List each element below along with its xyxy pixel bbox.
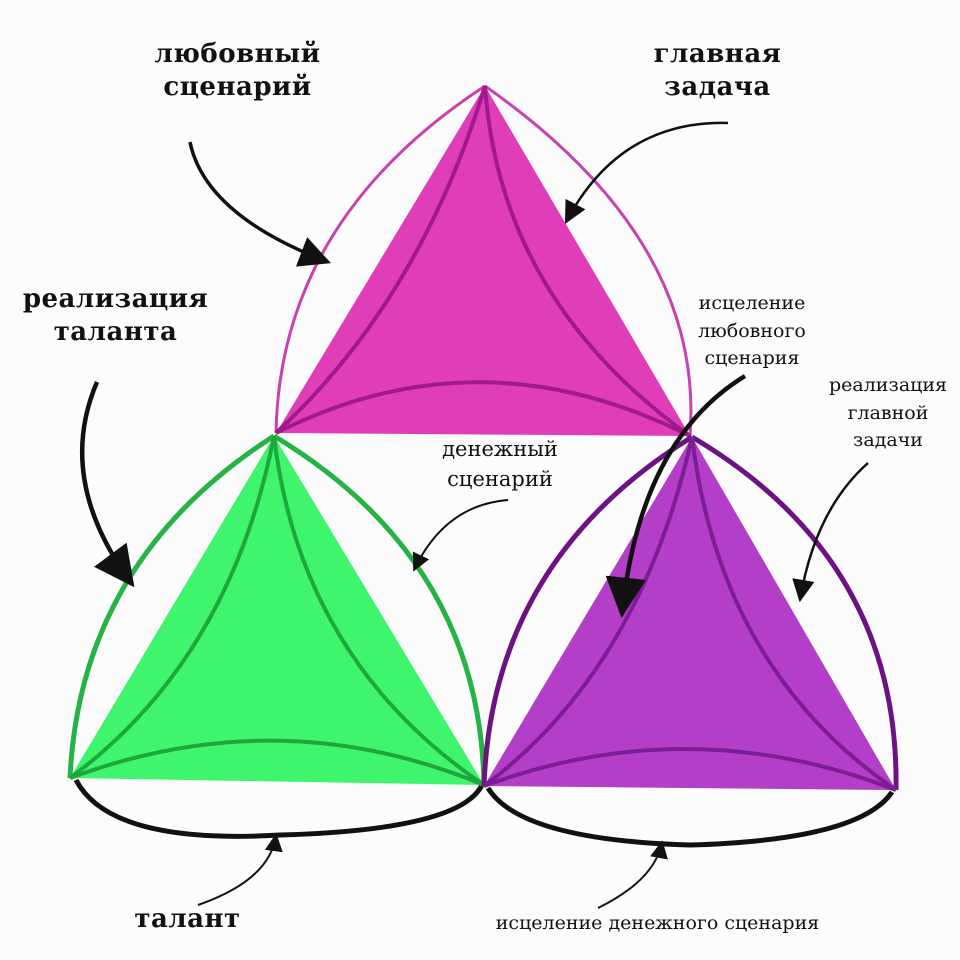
- left-inner-curve-1: [68, 435, 276, 780]
- talent-triangle: [67, 433, 487, 839]
- arrow-main-task-realization: [792, 462, 869, 603]
- label-money-scenario-line-2: сценарий: [447, 467, 553, 492]
- love-triangle: [274, 84, 693, 438]
- label-love-scenario-line-1: любовный: [154, 39, 321, 69]
- label-main-task-realization-line-3: задачи: [853, 429, 923, 452]
- top-inner-curve-3: [275, 380, 691, 438]
- arrow-love-scenario: [188, 141, 331, 267]
- label-talent: талант: [134, 904, 241, 934]
- money-healing-bottom-arc: [485, 786, 895, 848]
- label-main-task-realization: реализация главной задачи: [818, 372, 958, 455]
- right-inner-curve-1: [482, 436, 694, 788]
- left-inner-curve-2: [272, 435, 486, 787]
- label-love-healing-line-2: любовного: [698, 319, 806, 342]
- label-love-healing-line-1: исцеление: [698, 292, 806, 314]
- right-triangle-fill: [484, 437, 896, 790]
- label-talent-realization: реализация таланта: [18, 283, 213, 348]
- label-main-task-realization-line-1: реализация: [828, 374, 948, 396]
- arrow-main-task: [564, 121, 729, 224]
- top-inner-curve-2: [483, 85, 692, 438]
- right-arc-left: [481, 434, 694, 787]
- label-love-scenario-line-2: сценарий: [163, 71, 312, 102]
- label-money-healing: исцеление денежного сценария: [495, 912, 820, 934]
- arrow-money-healing: [597, 840, 668, 909]
- top-arc-right: [484, 84, 693, 437]
- label-talent-realization-line-1: реализация: [22, 284, 209, 314]
- label-main-task-line-2: задача: [664, 71, 771, 102]
- left-arc-right: [272, 433, 487, 786]
- label-love-healing: исцеление любовного сценария: [682, 290, 822, 373]
- talent-bottom-arc: [73, 778, 485, 839]
- arrow-talent: [197, 833, 283, 906]
- arrow-love-healing: [605, 374, 747, 619]
- main-task-triangle: [481, 434, 899, 848]
- label-main-task: главная задача: [650, 38, 785, 103]
- top-triangle-fill: [276, 86, 690, 436]
- arrow-money-scenario: [412, 499, 509, 572]
- right-arc-right: [690, 434, 899, 791]
- top-inner-curve-1: [274, 85, 487, 435]
- label-main-task-line-1: главная: [653, 39, 782, 69]
- label-money-scenario: денежный сценарий: [420, 434, 580, 495]
- label-love-scenario: любовный сценарий: [150, 38, 325, 103]
- right-inner-curve-2: [690, 436, 898, 792]
- label-talent-realization-line-2: таланта: [53, 316, 178, 347]
- right-inner-curve-3: [483, 746, 897, 792]
- label-money-scenario-line-1: денежный: [442, 437, 558, 461]
- label-main-task-realization-line-2: главной: [847, 401, 929, 424]
- left-inner-curve-3: [69, 738, 485, 787]
- left-triangle-fill: [70, 436, 484, 785]
- arrow-talent-realization: [79, 381, 135, 588]
- label-love-healing-line-3: сценария: [704, 347, 800, 370]
